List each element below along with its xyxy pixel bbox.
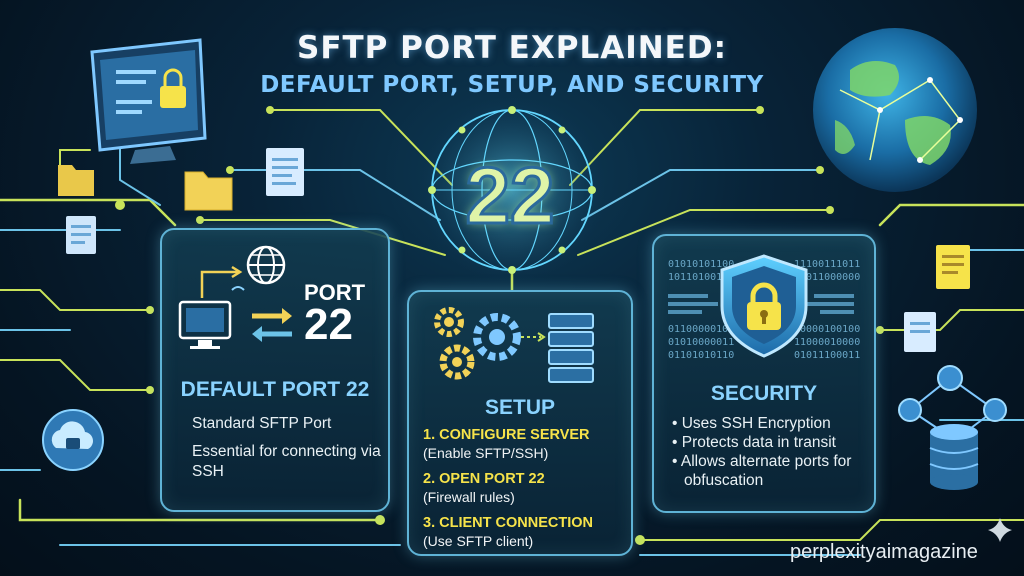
network-nodes-icon xyxy=(898,365,1007,441)
description-line: Standard SFTP Port xyxy=(192,415,332,432)
cloud-lock-icon xyxy=(42,409,104,471)
data-bars xyxy=(668,294,854,314)
bullet-text: Allows alternate ports for obfuscation xyxy=(680,453,852,489)
panel-heading: DEFAULT PORT 22 xyxy=(180,378,370,401)
step-title: 3. CLIENT CONNECTION xyxy=(423,515,593,531)
binary-column-left: 01010101100 10110100101 01100000100 0101… xyxy=(668,258,734,362)
database-icon xyxy=(929,424,979,490)
monitor-lock-icon xyxy=(90,38,207,164)
binary-line: 01011100011 xyxy=(794,350,861,361)
binary-line: 10000100100 xyxy=(794,324,861,335)
server-icon xyxy=(548,313,594,383)
binary-column-right: 11100111011 01011000000 10000100100 1100… xyxy=(794,258,860,362)
panel-description: Standard SFTP Port Essential for connect… xyxy=(192,414,382,482)
security-illustration xyxy=(668,254,854,358)
gear-icon xyxy=(434,307,521,380)
step-title: 2. OPEN PORT 22 xyxy=(423,471,545,487)
binary-line: 10110100101 xyxy=(668,272,735,283)
binary-line: 01011000000 xyxy=(794,272,861,283)
globe-icon xyxy=(246,245,286,285)
step-detail: (Use SFTP client) xyxy=(423,533,534,549)
binary-line: 11000010000 xyxy=(794,337,861,348)
transfer-arrows-icon xyxy=(252,308,292,342)
description-line: Essential for connecting via SSH xyxy=(192,443,381,480)
document-icon xyxy=(904,245,970,352)
port-illustration xyxy=(178,245,292,349)
port-number-hero: 22 xyxy=(464,150,556,241)
setup-illustration xyxy=(434,307,594,383)
globe-icon xyxy=(813,28,977,192)
step-detail: (Firewall rules) xyxy=(423,489,515,505)
panel-heading: SECURITY xyxy=(710,382,818,405)
bullet-text: Uses SSH Encryption xyxy=(681,415,831,432)
computer-icon xyxy=(178,300,232,349)
port-number: 22 xyxy=(304,300,353,349)
security-bullets: • Uses SSH Encryption • Protects data in… xyxy=(672,414,868,490)
bullet-text: Protects data in transit xyxy=(681,434,836,451)
binary-line: 11100111011 xyxy=(794,259,861,270)
subtitle: DEFAULT PORT, SETUP, AND SECURITY xyxy=(260,72,764,98)
step-detail: (Enable SFTP/SSH) xyxy=(423,445,549,461)
port-label: PORT xyxy=(304,280,366,305)
setup-panel: SETUP 1. CONFIGURE SERVER (Enable SFTP/S… xyxy=(407,290,633,556)
panel-heading: SETUP xyxy=(484,396,555,419)
hub-sphere-icon xyxy=(417,95,607,285)
setup-steps: 1. CONFIGURE SERVER (Enable SFTP/SSH) 2.… xyxy=(423,426,627,550)
step-title: 1. CONFIGURE SERVER xyxy=(423,427,590,443)
binary-line: 01010000011 xyxy=(668,337,735,348)
binary-line: 01010101100 xyxy=(668,259,735,270)
bullet-item: • Protects data in transit xyxy=(672,434,836,451)
binary-line: 01100000100 xyxy=(668,324,735,335)
bullet-item: • Uses SSH Encryption xyxy=(672,415,831,432)
shield-lock-icon xyxy=(720,254,808,358)
security-panel: 01010101100 10110100101 01100000100 0101… xyxy=(652,234,876,513)
brand-watermark: perplexityaimagazine xyxy=(790,541,978,563)
bullet-item: • Allows alternate ports for obfuscation xyxy=(672,453,852,489)
folder-icon xyxy=(58,165,233,211)
circuit-nodes xyxy=(115,106,884,545)
sparkle-icon xyxy=(988,518,1012,542)
main-title: SFTP PORT EXPLAINED: xyxy=(297,30,727,66)
binary-line: 01101010110 xyxy=(668,350,735,361)
default-port-panel: PORT 22 DEFAULT PORT 22 Standard SFTP Po… xyxy=(160,228,390,512)
document-icon xyxy=(66,148,304,254)
